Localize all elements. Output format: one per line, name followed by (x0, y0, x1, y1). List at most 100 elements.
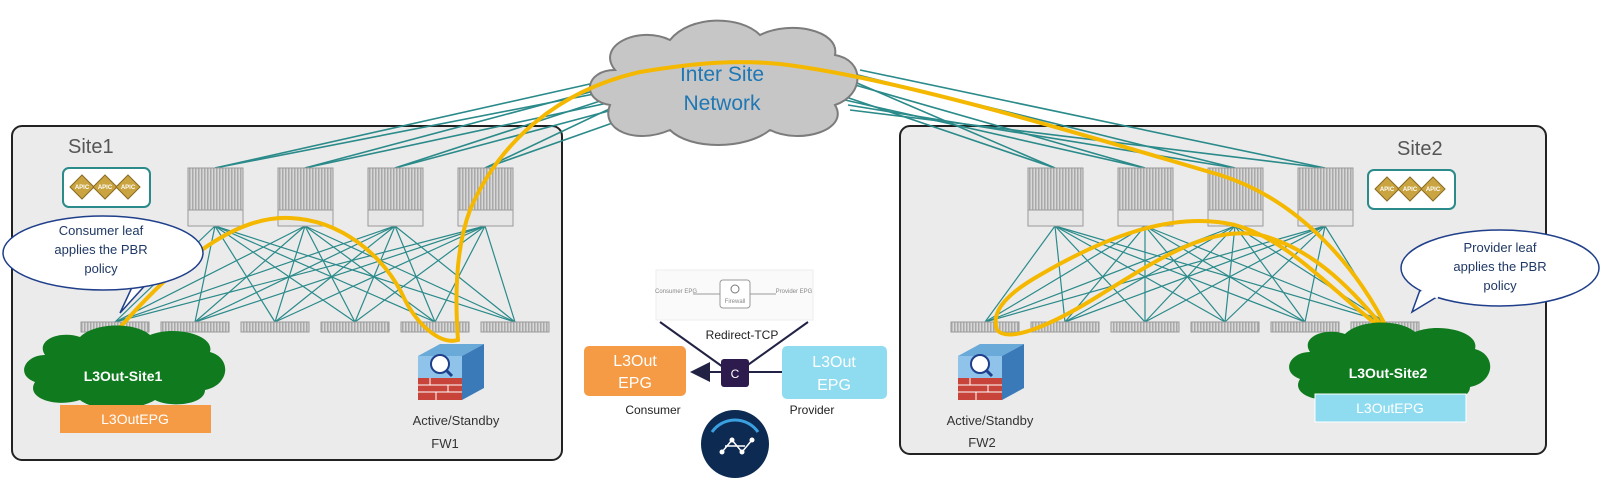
fabric-link (1144, 225, 1386, 323)
spine-switch (1207, 167, 1264, 227)
fabric-link (1064, 225, 1236, 323)
fw1-firewall-icon (418, 344, 484, 400)
spine-switch (187, 167, 244, 227)
fabric-link (1054, 225, 1146, 323)
fabric-link (194, 225, 396, 323)
site1-fabric-links (114, 225, 516, 323)
consumer-bubble-line1: Consumer leaf (59, 223, 144, 238)
site1-apic-2: APIC (98, 185, 113, 191)
consumer-leaf-bubble: Consumer leaf applies the PBR policy (2, 215, 204, 314)
fabric-link (984, 225, 1146, 323)
fabric-link (214, 225, 436, 323)
consumer-epg-box: L3Out EPG (584, 346, 686, 396)
fabric-link (304, 225, 436, 323)
fabric-link (1054, 225, 1306, 323)
fabric-link (114, 225, 486, 323)
fabric-link (304, 225, 516, 323)
provider-bubble-line3: policy (1483, 278, 1517, 293)
l3out-site2-epg: L3OutEPG (1314, 393, 1467, 423)
site1-label: Site1 (68, 136, 114, 158)
provider-epg-line2: EPG (817, 377, 851, 394)
site2-fabric-links (984, 225, 1386, 323)
provider-bubble-line2: applies the PBR (1453, 259, 1546, 274)
fabric-link (394, 225, 436, 323)
leaf-switch (160, 321, 230, 333)
fabric-link (984, 225, 1056, 323)
provider-leaf-bubble: Provider leaf applies the PBR policy (1400, 229, 1600, 314)
l3out-site2-epg-label: L3OutEPG (1356, 400, 1424, 416)
service-graph-thumbnail: Consumer EPG Firewall Provider EPG (655, 269, 814, 321)
fabric-link (214, 225, 356, 323)
l3out-site1-epg-label: L3OutEPG (101, 411, 169, 427)
l3out-site1-cloud: L3Out-Site1 (24, 325, 226, 409)
spine-switch (1297, 167, 1354, 227)
graph-firewall-label: Firewall (725, 299, 746, 305)
leaf-switch (400, 321, 470, 333)
spine-switch (457, 167, 514, 227)
leaf-switch (1030, 321, 1100, 333)
leaf-switch (480, 321, 550, 333)
inter-site-network-cloud: Inter Site Network (589, 19, 859, 146)
fabric-link (1144, 225, 1306, 323)
orchestrator-logo-icon (701, 410, 769, 478)
graph-provider-label: Provider EPG (776, 289, 813, 295)
fabric-link (274, 225, 306, 323)
fabric-link (484, 225, 516, 323)
site1-apic-1: APIC (75, 185, 90, 191)
consumer-bubble-line2: applies the PBR (54, 242, 147, 257)
site1-apic-cluster: APIC APIC APIC (62, 167, 151, 208)
fw1-name: FW1 (431, 436, 458, 451)
provider-label: Provider (790, 403, 835, 417)
fabric-link (1224, 225, 1326, 323)
site2-apic-cluster: APIC APIC APIC (1367, 169, 1456, 210)
site2-apic-3: APIC (1426, 187, 1441, 193)
site2-spines (1027, 167, 1354, 227)
fabric-link (394, 225, 516, 323)
site1-apic-3: APIC (121, 185, 136, 191)
spine-switch (277, 167, 334, 227)
fabric-link (274, 225, 486, 323)
fabric-link (194, 225, 306, 323)
spine-switch (367, 167, 424, 227)
spine-switch (1027, 167, 1084, 227)
consumer-epg-line1: L3Out (613, 353, 657, 370)
cloud-title-line1: Inter Site (680, 63, 764, 86)
fabric-link (984, 225, 1326, 323)
leaf-switch (950, 321, 1020, 333)
provider-bubble-line1: Provider leaf (1464, 240, 1537, 255)
fw2-firewall-icon (958, 344, 1024, 400)
l3out-site1-epg: L3OutEPG (60, 405, 211, 433)
leaf-switch (1110, 321, 1180, 333)
leaf-switch (320, 321, 390, 333)
graph-consumer-label: Consumer EPG (655, 289, 697, 295)
contract-connectors (659, 321, 809, 382)
fw2-name: FW2 (968, 435, 995, 450)
site2-apic-2: APIC (1403, 187, 1418, 193)
fabric-link (274, 225, 396, 323)
l3out-site1-label: L3Out-Site1 (84, 368, 163, 384)
fabric-link (434, 225, 486, 323)
site1-spines (187, 167, 514, 227)
cloud-title-line2: Network (683, 92, 761, 115)
fabric-link (1144, 225, 1326, 323)
provider-epg-box: L3Out EPG (782, 346, 887, 399)
spine-switch (1117, 167, 1174, 227)
site2-apic-1: APIC (1380, 187, 1395, 193)
consumer-epg-line2: EPG (618, 375, 652, 392)
fabric-link (1234, 225, 1306, 323)
consumer-bubble-line3: policy (84, 261, 118, 276)
leaf-switch (240, 321, 310, 333)
fabric-link (304, 225, 356, 323)
contract-badge: C (721, 359, 749, 387)
fw2-status: Active/Standby (947, 413, 1034, 428)
fabric-link (214, 225, 276, 323)
fabric-link (114, 225, 396, 323)
fabric-link (194, 225, 486, 323)
fabric-link (114, 225, 306, 323)
fabric-link (1224, 225, 1236, 323)
fabric-link (354, 225, 396, 323)
leaf-switch (1190, 321, 1260, 333)
fabric-link (1054, 225, 1226, 323)
redirect-label: Redirect-TCP (706, 328, 779, 342)
